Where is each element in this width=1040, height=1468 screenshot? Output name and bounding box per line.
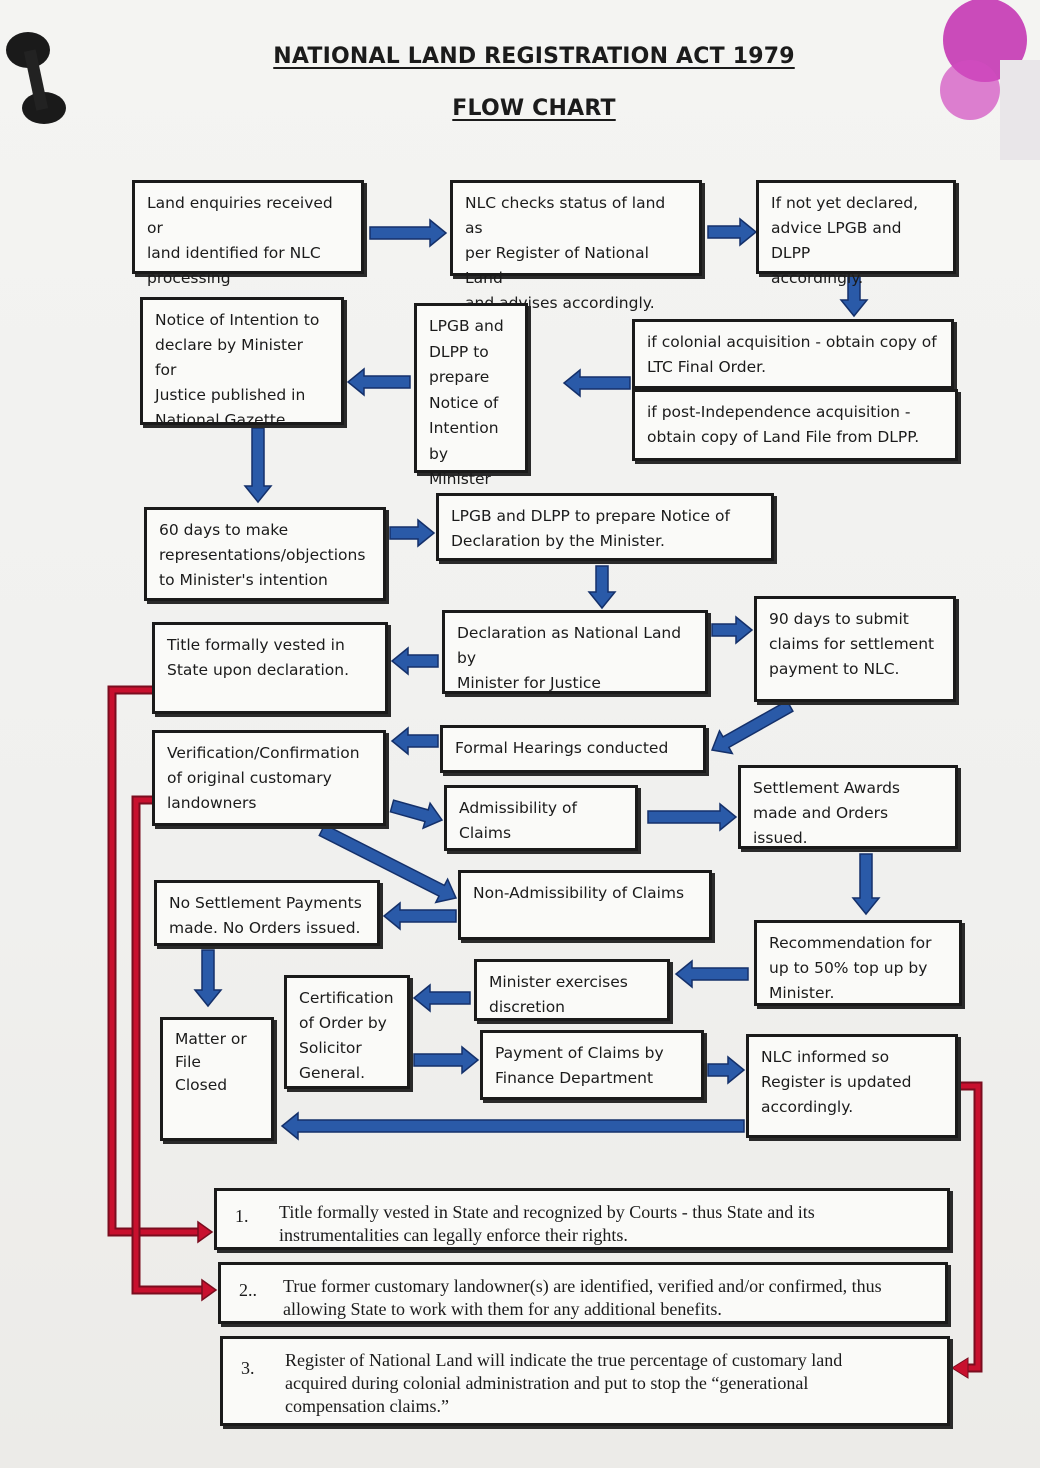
red-arrowhead-outcome1: [197, 1220, 214, 1244]
page-title: NATIONAL LAND REGISTRATION ACT 1979: [273, 44, 795, 69]
arrow-certification-to-payment: [413, 1045, 480, 1075]
arrow-hearings-to-verification: [390, 726, 439, 756]
outcome-text: True former customary landowner(s) are i…: [283, 1276, 882, 1319]
arrow-ninety-to-hearings: [710, 699, 794, 755]
box-admissibility: Admissibility of Claims: [444, 785, 638, 851]
box-lpgb-declaration: LPGB and DLPP to prepare Notice of Decla…: [436, 493, 774, 561]
page-subtitle: FLOW CHART: [452, 96, 616, 121]
box-nlc-checks: NLC checks status of land as per Registe…: [450, 180, 702, 312]
red-arrowhead-outcome3: [951, 1357, 969, 1379]
box-notice-intention: Notice of Intention to declare by Minist…: [140, 297, 344, 429]
arrow-enquiry-to-nlc: [369, 218, 448, 248]
box-declaration-national-land: Declaration as National Land by Minister…: [442, 610, 708, 694]
box-land-enquiries: Land enquiries received or land identifi…: [132, 180, 364, 287]
box-verification: Verification/Confirmation of original cu…: [152, 730, 386, 826]
arrow-recommendation-to-discretion: [674, 959, 749, 989]
arrow-nonadmissibility-to-nosettlement: [382, 901, 457, 931]
red-connector-nlc-to-outcome3: [958, 1081, 983, 1373]
box-nlc-informed: NLC informed so Register is updated acco…: [746, 1034, 958, 1138]
outcome-item: 3. Register of National Land will indica…: [220, 1336, 950, 1426]
box-no-settlement: No Settlement Payments made. No Orders i…: [154, 880, 380, 946]
arrow-discretion-to-certification: [412, 983, 471, 1013]
box-non-admissibility: Non-Admissibility of Claims: [458, 870, 712, 940]
box-ninety-days: 90 days to submit claims for settlement …: [754, 596, 956, 702]
outcome-text: Title formally vested in State and recog…: [279, 1202, 815, 1245]
box-matter-closed: Matter or File Closed: [160, 1017, 274, 1141]
outcome-item: 1. Title formally vested in State and re…: [214, 1188, 950, 1250]
arrow-nosettlement-down: [193, 949, 223, 1008]
box-sixty-days: 60 days to make representations/objectio…: [144, 507, 386, 601]
box-colonial-acquisition: if colonial acquisition - obtain copy of…: [632, 319, 954, 389]
box-lpgb-prepare-notice: LPGB and DLPP to prepare Notice of Inten…: [414, 303, 528, 488]
arrow-nlc-to-notdeclared: [707, 217, 758, 247]
arrow-lpgb-to-notice: [346, 367, 411, 397]
box-certification: Certification of Order by Solicitor Gene…: [284, 975, 410, 1089]
outcome-number: 3.: [241, 1358, 255, 1378]
arrow-declaration-to-titlevested: [390, 646, 439, 676]
flower-decoration-icon: [940, 0, 1040, 160]
box-title-vested: Title formally vested in State upon decl…: [152, 622, 388, 714]
arrow-notice-down: [243, 427, 273, 504]
arrow-sixty-to-lpgbdecl: [389, 518, 436, 548]
red-connector-nlc-to-outcome3-core: [958, 1083, 981, 1371]
box-payment-claims: Payment of Claims by Finance Department: [480, 1030, 704, 1100]
red-connector-title-to-outcome1-core: [109, 687, 200, 1235]
arrow-nlcinformed-to-closed: [280, 1111, 745, 1141]
box-minister-discretion: Minister exercises discretion: [474, 959, 670, 1021]
arrow-colonial-to-lpgb: [562, 368, 631, 398]
box-post-independence: if post-Independence acquisition - obtai…: [632, 389, 958, 461]
arrow-declaration-to-ninety: [711, 615, 754, 645]
arrow-settlement-down: [851, 853, 881, 916]
box-settlement-awards: Settlement Awards made and Orders issued…: [738, 765, 958, 849]
arrow-payment-to-nlcinformed: [707, 1055, 746, 1085]
outcome-text: Register of National Land will indicate …: [285, 1350, 843, 1416]
box-recommendation: Recommendation for up to 50% top up by M…: [754, 920, 962, 1006]
outcome-item: 2.. True former customary landowner(s) a…: [218, 1262, 948, 1324]
arrow-verification-to-nonadmissibility: [318, 823, 458, 904]
arrow-lpgbdecl-down: [587, 565, 617, 610]
outcome-number: 2..: [239, 1280, 257, 1300]
pushpin-icon: [6, 32, 66, 124]
arrow-notdeclared-down: [839, 275, 869, 318]
outcome-number: 1.: [235, 1206, 249, 1226]
red-arrowhead-outcome2: [201, 1278, 218, 1302]
red-connector-verification-to-outcome2-core: [133, 797, 204, 1293]
arrow-verification-to-admissibility: [389, 799, 444, 830]
box-not-declared: If not yet declared, advice LPGB and DLP…: [756, 180, 956, 287]
box-formal-hearings: Formal Hearings conducted: [440, 725, 706, 773]
arrow-admissibility-to-settlement: [647, 802, 738, 832]
